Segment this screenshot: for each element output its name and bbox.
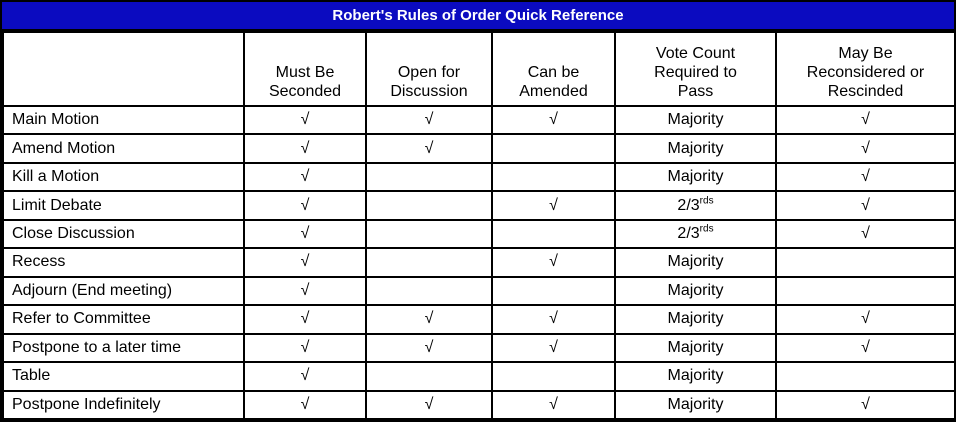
- cell-motion-label: Refer to Committee: [2, 304, 245, 335]
- cell-vote: Majority: [614, 247, 777, 278]
- cell-vote: Majority: [614, 275, 777, 307]
- table-row: Main Motion √ √ √ Majority √: [2, 104, 956, 136]
- table-row: Refer to Committee √ √ √ Majority √: [2, 304, 956, 335]
- cell-vote: Majority: [614, 104, 777, 136]
- cell-vote: Majority: [614, 304, 777, 335]
- vote-superscript: rds: [699, 223, 714, 235]
- cell-seconded: √: [243, 332, 367, 364]
- vote-superscript: rds: [699, 195, 714, 207]
- cell-discussion: √: [365, 389, 493, 421]
- header-may-be-reconsidered: May Be Reconsidered or Rescinded: [775, 31, 956, 107]
- cell-seconded: √: [243, 218, 367, 250]
- cell-vote: Majority: [614, 332, 777, 364]
- cell-motion-label: Postpone to a later time: [2, 332, 245, 364]
- table-row: Adjourn (End meeting) √ Majority: [2, 275, 956, 307]
- cell-reconsidered: [775, 247, 956, 278]
- vote-text: Majority: [667, 111, 724, 129]
- cell-discussion: [365, 218, 493, 250]
- cell-motion-label: Limit Debate: [2, 190, 245, 221]
- cell-reconsidered: √: [775, 304, 956, 335]
- cell-motion-label: Adjourn (End meeting): [2, 275, 245, 307]
- cell-amended: √: [491, 332, 616, 364]
- cell-amended: √: [491, 389, 616, 421]
- cell-amended: [491, 361, 616, 392]
- cell-amended: √: [491, 304, 616, 335]
- cell-vote: Majority: [614, 133, 777, 164]
- cell-discussion: √: [365, 104, 493, 136]
- cell-vote: Majority: [614, 389, 777, 421]
- cell-vote: Majority: [614, 361, 777, 392]
- cell-amended: √: [491, 104, 616, 136]
- header-vote-count: Vote Count Required to Pass: [614, 31, 777, 107]
- cell-seconded: √: [243, 304, 367, 335]
- cell-amended: [491, 218, 616, 250]
- cell-reconsidered: √: [775, 218, 956, 250]
- cell-discussion: [365, 161, 493, 193]
- table-row: Limit Debate √ √ 2/3rds √: [2, 190, 956, 221]
- cell-reconsidered: √: [775, 133, 956, 164]
- cell-reconsidered: √: [775, 389, 956, 421]
- vote-text: Majority: [667, 168, 724, 186]
- cell-discussion: √: [365, 133, 493, 164]
- cell-reconsidered: [775, 361, 956, 392]
- cell-amended: √: [491, 247, 616, 278]
- header-motion-blank: [2, 31, 245, 107]
- cell-motion-label: Kill a Motion: [2, 161, 245, 193]
- table-row: Kill a Motion √ Majority √: [2, 161, 956, 193]
- cell-discussion: [365, 275, 493, 307]
- table-row: Close Discussion √ 2/3rds √: [2, 218, 956, 250]
- cell-reconsidered: √: [775, 332, 956, 364]
- cell-discussion: √: [365, 332, 493, 364]
- cell-reconsidered: √: [775, 190, 956, 221]
- table-row: Table √ Majority: [2, 361, 956, 392]
- cell-motion-label: Amend Motion: [2, 133, 245, 164]
- vote-text: Majority: [667, 367, 724, 385]
- table-row: Postpone to a later time √ √ √ Majority …: [2, 332, 956, 364]
- cell-vote: 2/3rds: [614, 218, 777, 250]
- vote-text: Majority: [667, 281, 724, 299]
- cell-vote: 2/3rds: [614, 190, 777, 221]
- header-can-be-amended: Can be Amended: [491, 31, 616, 107]
- vote-text: 2/3: [677, 225, 700, 243]
- cell-reconsidered: √: [775, 161, 956, 193]
- table-row: Amend Motion √ √ Majority √: [2, 133, 956, 164]
- cell-amended: √: [491, 190, 616, 221]
- header-row: Must Be Seconded Open for Discussion Can…: [2, 31, 956, 107]
- cell-seconded: √: [243, 361, 367, 392]
- vote-text: Majority: [667, 139, 724, 157]
- cell-seconded: √: [243, 275, 367, 307]
- card-title: Robert's Rules of Order Quick Reference: [2, 2, 954, 31]
- cell-vote: Majority: [614, 161, 777, 193]
- cell-seconded: √: [243, 104, 367, 136]
- cell-motion-label: Recess: [2, 247, 245, 278]
- vote-text: Majority: [667, 310, 724, 328]
- vote-text: Majority: [667, 338, 724, 356]
- cell-amended: [491, 133, 616, 164]
- cell-seconded: √: [243, 133, 367, 164]
- cell-amended: [491, 161, 616, 193]
- table-row: Postpone Indefinitely √ √ √ Majority √: [2, 389, 956, 421]
- cell-discussion: [365, 247, 493, 278]
- header-must-be-seconded: Must Be Seconded: [243, 31, 367, 107]
- cell-amended: [491, 275, 616, 307]
- cell-discussion: [365, 190, 493, 221]
- cell-seconded: √: [243, 190, 367, 221]
- vote-text: 2/3: [677, 196, 700, 214]
- cell-discussion: √: [365, 304, 493, 335]
- cell-motion-label: Close Discussion: [2, 218, 245, 250]
- cell-seconded: √: [243, 247, 367, 278]
- vote-text: Majority: [667, 395, 724, 413]
- table-row: Recess √ √ Majority: [2, 247, 956, 278]
- cell-motion-label: Postpone Indefinitely: [2, 389, 245, 421]
- header-open-for-discussion: Open for Discussion: [365, 31, 493, 107]
- vote-text: Majority: [667, 253, 724, 271]
- cell-motion-label: Main Motion: [2, 104, 245, 136]
- cell-reconsidered: √: [775, 104, 956, 136]
- cell-motion-label: Table: [2, 361, 245, 392]
- cell-seconded: √: [243, 161, 367, 193]
- cell-discussion: [365, 361, 493, 392]
- cell-reconsidered: [775, 275, 956, 307]
- cell-seconded: √: [243, 389, 367, 421]
- rules-table: Must Be Seconded Open for Discussion Can…: [2, 31, 956, 421]
